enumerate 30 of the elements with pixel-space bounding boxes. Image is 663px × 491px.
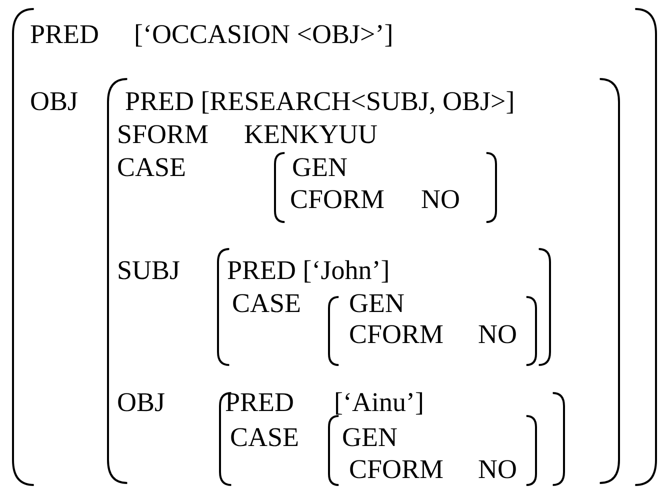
feature-text: CFORM <box>349 456 444 483</box>
bracket-matrix <box>12 8 657 486</box>
feature-text: CASE <box>117 154 186 181</box>
feature-text: [‘OCCASION <OBJ>’] <box>134 21 394 48</box>
bracket-matrix <box>219 392 565 486</box>
feature-text: PRED [‘John’] <box>227 257 390 284</box>
feature-text: GEN <box>342 424 398 451</box>
feature-text: GEN <box>349 290 404 317</box>
feature-text: CASE <box>232 290 302 317</box>
feature-text: NO <box>421 186 460 213</box>
bracket-matrix <box>217 248 551 366</box>
feature-text: [‘Ainu’] <box>334 389 424 416</box>
feature-text: KENKYUU <box>244 121 378 148</box>
feature-text: NO <box>478 456 517 483</box>
feature-text: PRED [RESEARCH<SUBJ, OBJ>] <box>125 88 515 115</box>
feature-text: SUBJ <box>117 257 180 284</box>
feature-text: CASE <box>230 424 300 451</box>
feature-text: SFORM <box>117 121 209 148</box>
feature-text: NO <box>478 321 517 348</box>
feature-text: CFORM <box>349 321 444 348</box>
bracket-matrix <box>274 152 497 223</box>
feature-text: PRED <box>30 21 100 48</box>
bracket-matrix <box>328 415 537 486</box>
feature-text: PRED <box>225 389 294 416</box>
bracket-matrix <box>328 296 537 366</box>
feature-text: CFORM <box>290 186 385 213</box>
feature-text: OBJ <box>117 389 166 416</box>
feature-text: GEN <box>292 154 348 181</box>
bracket-matrix <box>107 78 620 484</box>
feature-text: OBJ <box>30 88 78 115</box>
